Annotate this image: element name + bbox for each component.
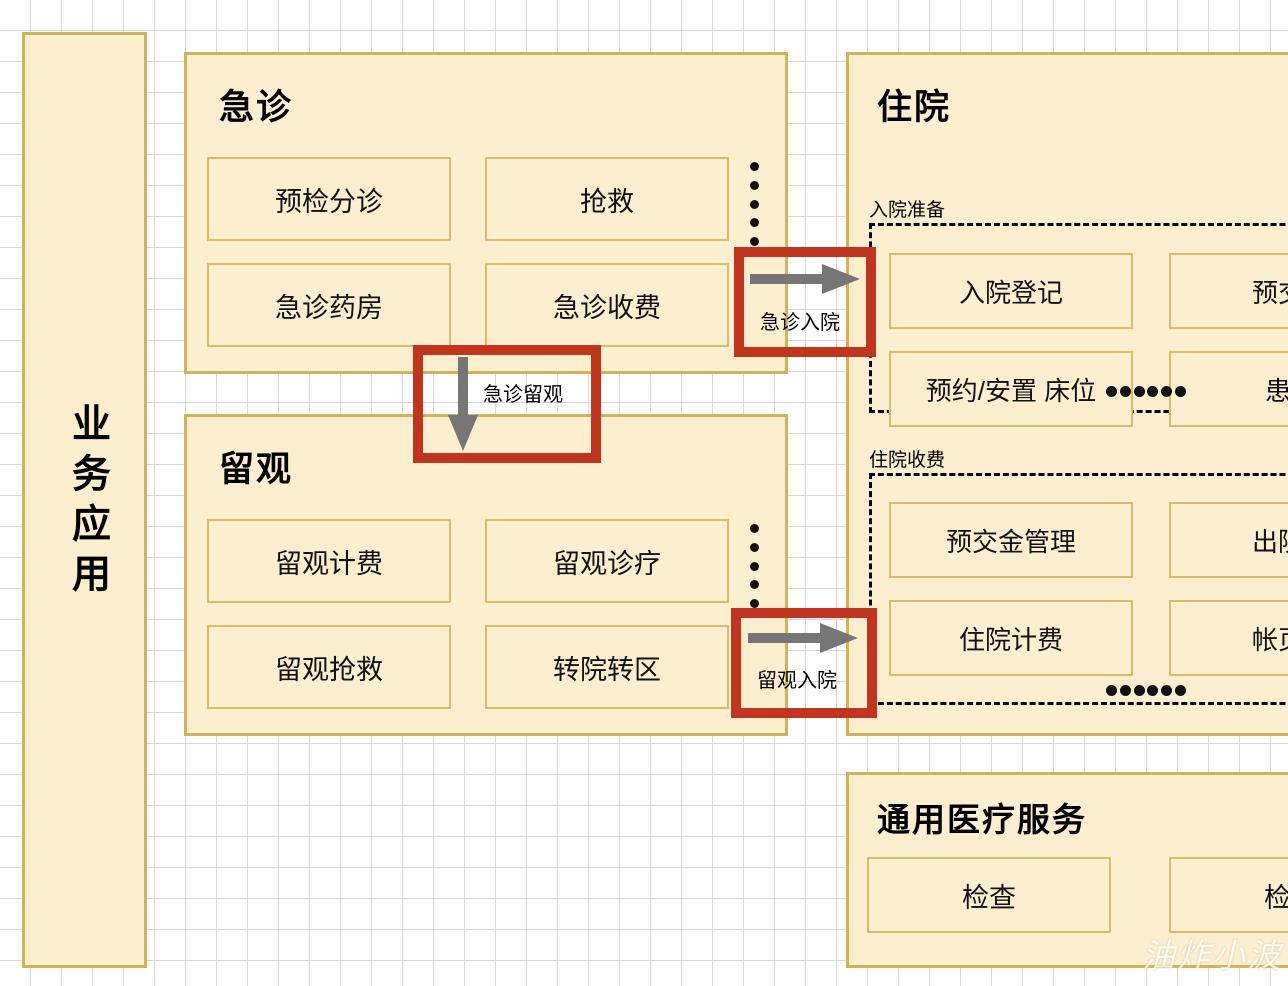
module-lab-test[interactable]: 检验	[1169, 857, 1288, 933]
module-observation-billing[interactable]: 留观计费	[207, 519, 451, 603]
callout-observation-admission-label: 留观入院	[757, 670, 837, 692]
panel-general-title: 通用医疗服务	[877, 801, 1087, 838]
callout-observation-admission[interactable]	[731, 608, 877, 718]
module-emergency-rescue[interactable]: 抢救	[485, 157, 729, 241]
panel-inpatient-title: 住院	[877, 88, 952, 127]
module-emergency-triage[interactable]: 预检分诊	[207, 157, 451, 241]
panel-emergency[interactable]: 急诊 预检分诊 抢救 急诊药房 急诊收费	[184, 52, 788, 374]
sidebar-business-application[interactable]: 业务应用	[22, 32, 147, 968]
watermark: 油炸小波	[1142, 937, 1282, 974]
panel-emergency-title: 急诊	[219, 88, 294, 127]
module-observation-treatment[interactable]: 留观诊疗	[485, 519, 729, 603]
callout-emergency-admission-label: 急诊入院	[760, 312, 840, 334]
module-deposit-management[interactable]: 预交金管理	[889, 502, 1133, 578]
group-caption-inpatient-billing: 住院收费	[869, 450, 946, 471]
arrow-down-icon	[448, 357, 478, 451]
sidebar-label: 业务应用	[66, 403, 110, 603]
admission-prep-more-dots-icon	[1106, 386, 1186, 397]
module-patient[interactable]: 患者	[1169, 351, 1288, 427]
module-admission-registration[interactable]: 入院登记	[889, 253, 1133, 329]
callout-emergency-to-observation-label: 急诊留观	[483, 384, 563, 406]
panel-general-medical-services[interactable]: 通用医疗服务 检查 检验	[846, 772, 1288, 968]
panel-observation[interactable]: 留观 留观计费 留观诊疗 留观抢救 转院转区	[184, 414, 788, 736]
module-deposit[interactable]: 预交金	[1169, 253, 1288, 329]
arrow-right-icon	[748, 623, 858, 653]
group-box-inpatient-billing	[869, 473, 1288, 705]
panel-inpatient[interactable]: 住院 入院准备 入院登记 预交金 预约/安置 床位 患者 住院收费 预交金管理 …	[846, 52, 1288, 736]
module-examination[interactable]: 检查	[867, 857, 1111, 933]
module-account-page[interactable]: 帐页管	[1169, 600, 1288, 676]
arrow-right-icon	[750, 264, 860, 294]
inpatient-billing-more-dots-icon	[1106, 685, 1186, 696]
panel-observation-title: 留观	[219, 450, 294, 489]
module-emergency-billing[interactable]: 急诊收费	[485, 263, 729, 347]
module-inpatient-charging[interactable]: 住院计费	[889, 600, 1133, 676]
observation-more-dots-icon	[750, 524, 759, 608]
module-observation-transfer[interactable]: 转院转区	[485, 625, 729, 709]
module-observation-rescue[interactable]: 留观抢救	[207, 625, 451, 709]
module-discharge-settle[interactable]: 出院结	[1169, 502, 1288, 578]
emergency-more-dots-icon	[750, 162, 759, 246]
module-emergency-pharmacy[interactable]: 急诊药房	[207, 263, 451, 347]
callout-emergency-admission[interactable]	[734, 247, 876, 357]
module-bed-reservation[interactable]: 预约/安置 床位	[889, 351, 1133, 427]
callout-emergency-to-observation[interactable]	[413, 345, 601, 463]
group-caption-admission-prep: 入院准备	[869, 200, 946, 221]
